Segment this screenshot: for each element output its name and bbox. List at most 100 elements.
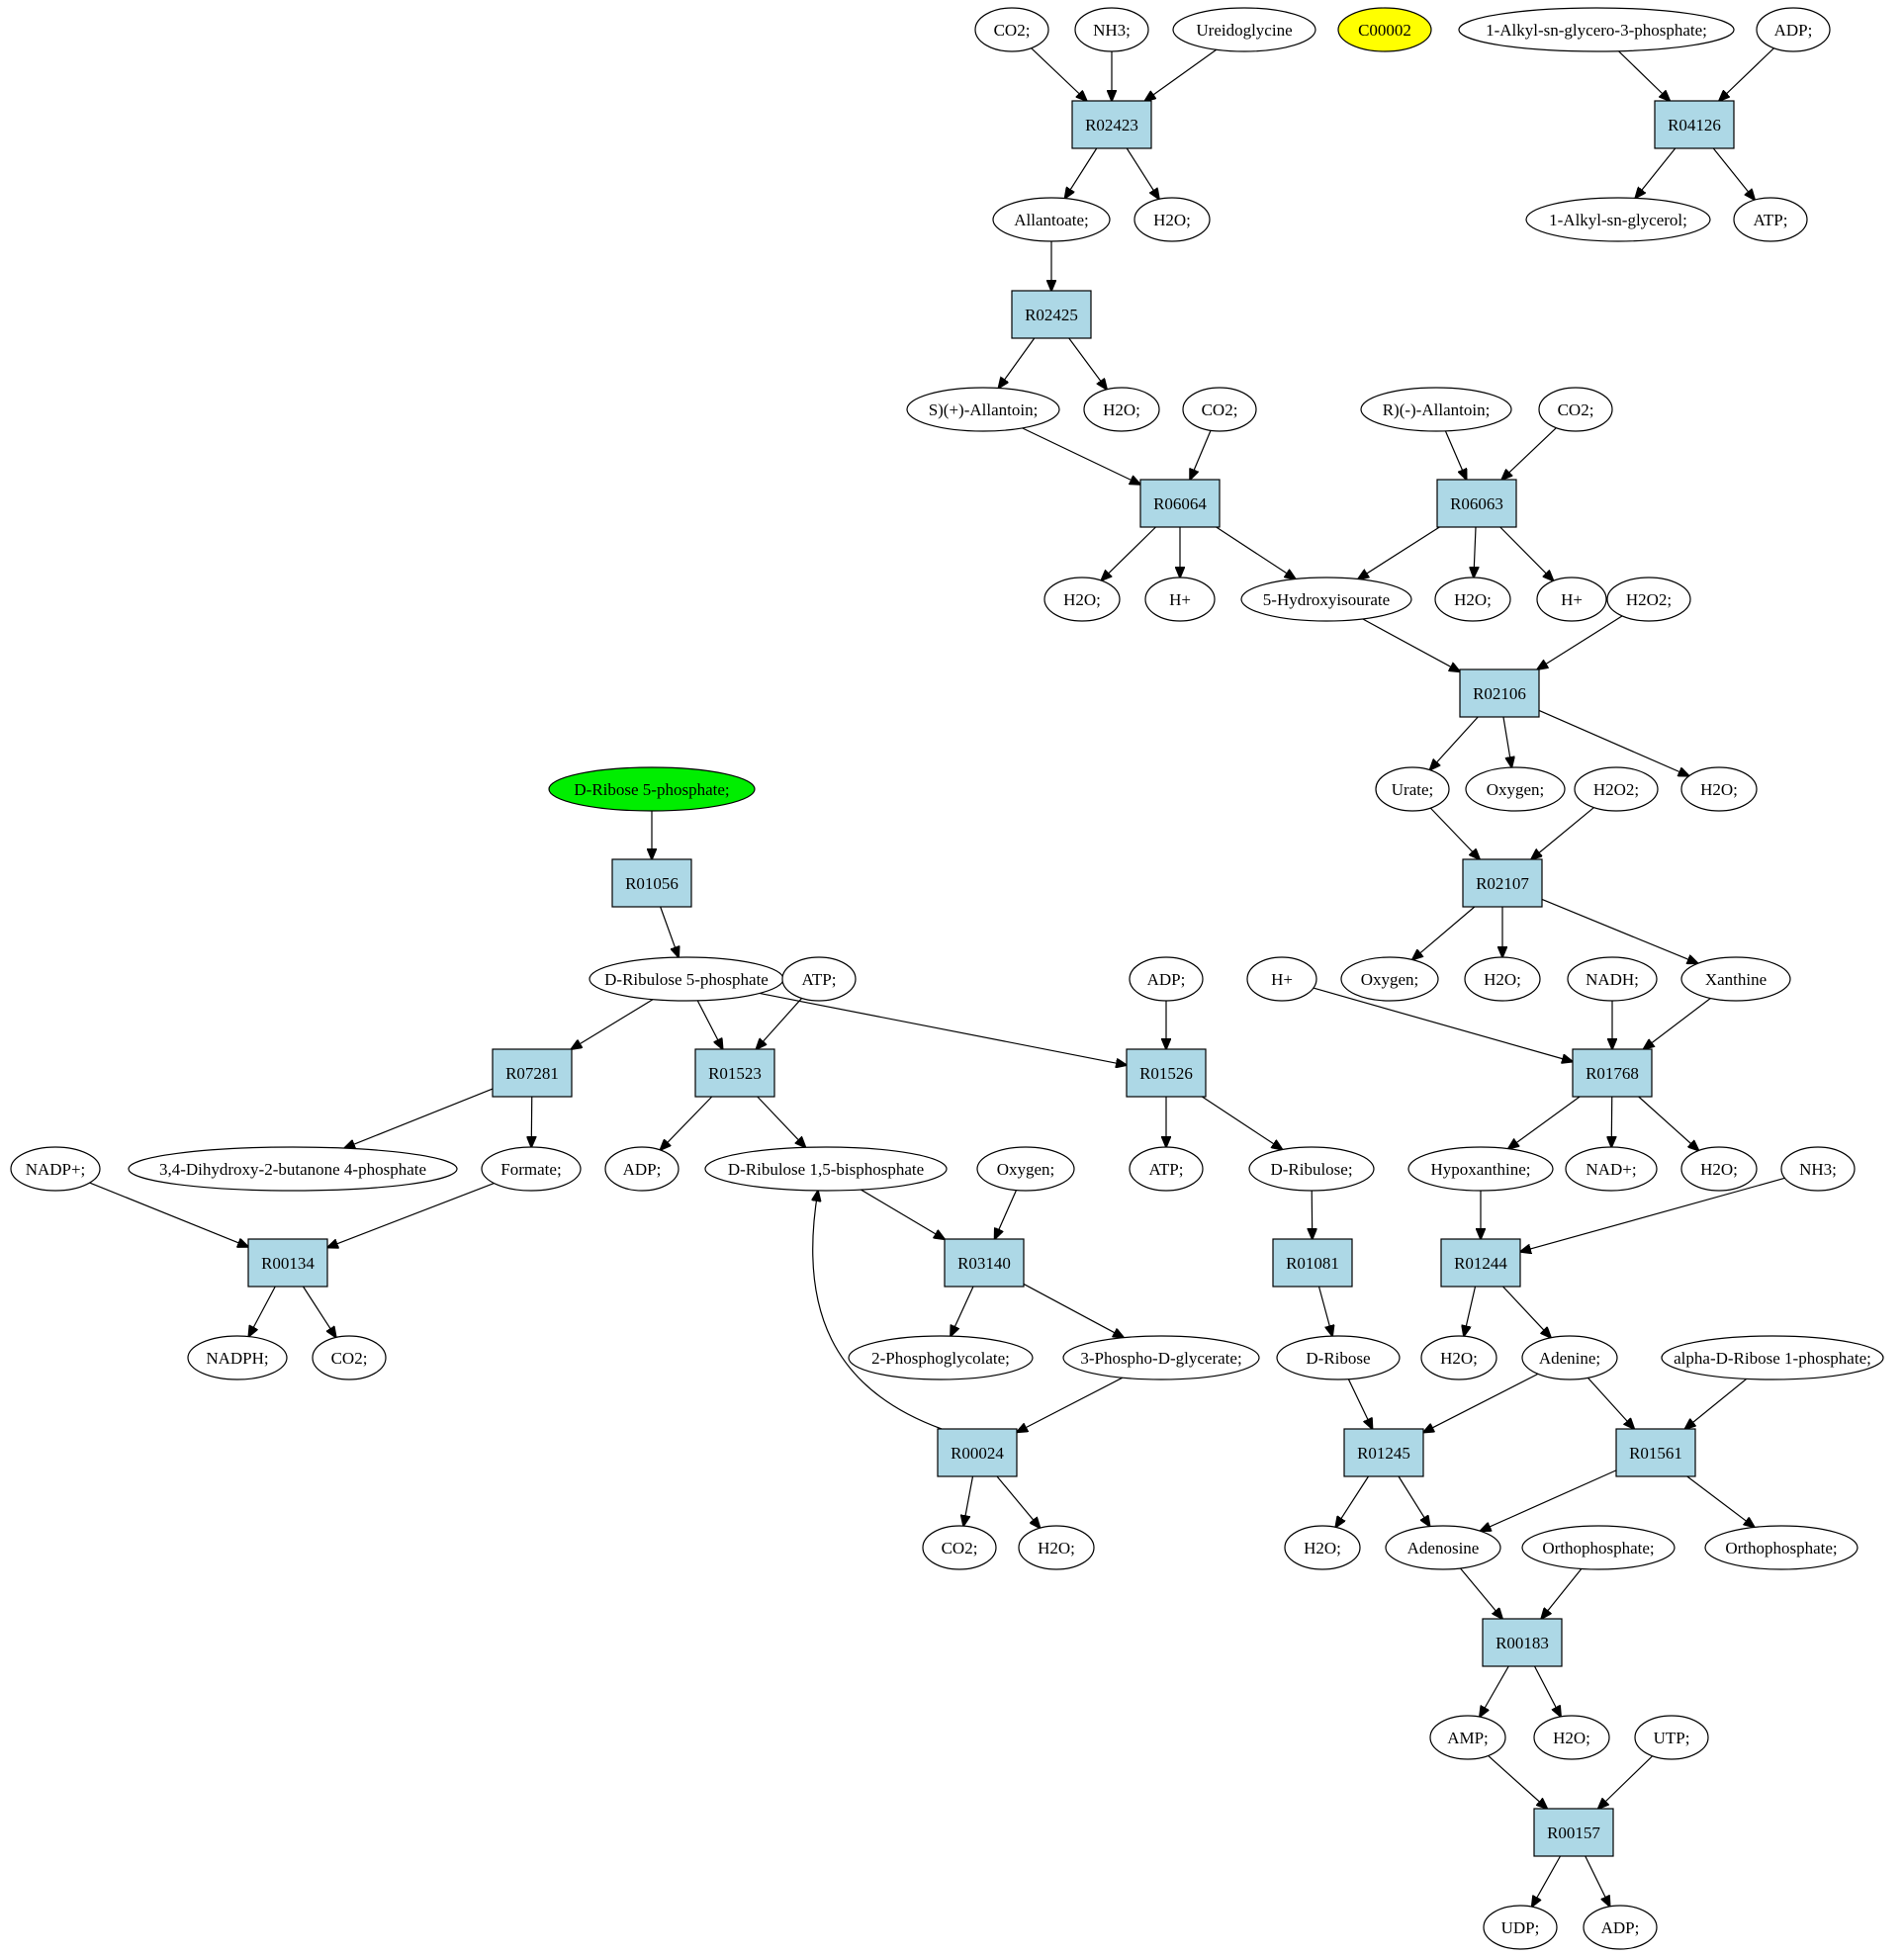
- compound-node-h2o_c[interactable]: H2O;: [1043, 577, 1121, 622]
- compound-node-adp_d[interactable]: ADP;: [1583, 1905, 1658, 1950]
- compound-node-nadph[interactable]: NADPH;: [187, 1335, 288, 1380]
- compound-node-adp_b[interactable]: ADP;: [1129, 956, 1204, 1002]
- compound-node-dihydroxybutanone[interactable]: 3,4-Dihydroxy-2-butanone 4-phosphate: [128, 1146, 458, 1192]
- reaction-node-r03140[interactable]: R03140: [944, 1238, 1025, 1288]
- compound-node-oxygen_c[interactable]: Oxygen;: [976, 1146, 1075, 1192]
- reaction-node-r01768[interactable]: R01768: [1572, 1048, 1653, 1098]
- reaction-box: [611, 858, 692, 908]
- compound-node-s_allantoin[interactable]: S)(+)-Allantoin;: [906, 387, 1060, 432]
- compound-node-h2o_j[interactable]: H2O;: [1284, 1525, 1361, 1570]
- reaction-node-r00183[interactable]: R00183: [1482, 1618, 1563, 1667]
- reaction-node-r02423[interactable]: R02423: [1071, 100, 1152, 149]
- compound-node-nadh[interactable]: NADH;: [1567, 956, 1658, 1002]
- compound-node-atp_b[interactable]: ATP;: [781, 956, 857, 1002]
- compound-node-orthophosphate_b[interactable]: Orthophosphate;: [1704, 1525, 1859, 1570]
- compound-node-d_ribose[interactable]: D-Ribose: [1276, 1335, 1401, 1380]
- compound-label: ADP;: [1601, 1918, 1640, 1937]
- reaction-node-r01523[interactable]: R01523: [694, 1048, 775, 1098]
- compound-node-c00002[interactable]: C00002: [1337, 7, 1432, 52]
- compound-node-nadp[interactable]: NADP+;: [10, 1146, 101, 1192]
- compound-ellipse: [1248, 1146, 1375, 1192]
- reaction-node-r01244[interactable]: R01244: [1440, 1238, 1521, 1288]
- compound-node-adp_c[interactable]: ADP;: [604, 1146, 680, 1192]
- compound-node-oxygen_a[interactable]: Oxygen;: [1465, 766, 1566, 812]
- compound-node-ribose1p[interactable]: alpha-D-Ribose 1-phosphate;: [1661, 1335, 1884, 1380]
- reaction-node-r02107[interactable]: R02107: [1462, 858, 1543, 908]
- reaction-node-r06063[interactable]: R06063: [1436, 479, 1517, 528]
- compound-node-phosphoglycerate[interactable]: 3-Phospho-D-glycerate;: [1062, 1335, 1260, 1380]
- reaction-node-r01561[interactable]: R01561: [1615, 1428, 1696, 1477]
- compound-node-h2o_b[interactable]: H2O;: [1083, 387, 1160, 432]
- reaction-node-r01526[interactable]: R01526: [1126, 1048, 1207, 1098]
- compound-node-h2o_i[interactable]: H2O;: [1018, 1525, 1095, 1570]
- compound-node-urate[interactable]: Urate;: [1375, 766, 1450, 812]
- reaction-node-r00157[interactable]: R00157: [1533, 1808, 1614, 1857]
- reaction-node-r01245[interactable]: R01245: [1343, 1428, 1424, 1477]
- compound-node-h2o_d[interactable]: H2O;: [1434, 577, 1511, 622]
- compound-node-hplus_b[interactable]: H+: [1536, 577, 1607, 622]
- compound-node-d_ribulose[interactable]: D-Ribulose;: [1248, 1146, 1375, 1192]
- compound-node-hplus_a[interactable]: H+: [1144, 577, 1216, 622]
- compound-label: NAD+;: [1586, 1160, 1636, 1179]
- reaction-node-r04126[interactable]: R04126: [1654, 100, 1735, 149]
- compound-node-hypoxanthine[interactable]: Hypoxanthine;: [1407, 1146, 1554, 1192]
- compound-node-atp_a[interactable]: ATP;: [1733, 197, 1808, 242]
- compound-node-h2o_k[interactable]: H2O;: [1533, 1715, 1610, 1760]
- compound-node-hplus_c[interactable]: H+: [1246, 956, 1317, 1002]
- compound-node-h2o2_a[interactable]: H2O2;: [1606, 577, 1691, 622]
- edge-s_allantoin-to-r06064: [1022, 427, 1140, 485]
- compound-node-nh3_b[interactable]: NH3;: [1780, 1146, 1856, 1192]
- compound-node-udp[interactable]: UDP;: [1483, 1905, 1558, 1950]
- edge-r01768-to-nad: [1611, 1096, 1612, 1147]
- compound-node-h2o_h[interactable]: H2O;: [1420, 1335, 1497, 1380]
- compound-node-allantoate[interactable]: Allantoate;: [992, 197, 1111, 242]
- compound-node-co2_a[interactable]: CO2;: [974, 7, 1049, 52]
- compound-node-adenosine[interactable]: Adenosine: [1385, 1525, 1501, 1570]
- compound-node-nad[interactable]: NAD+;: [1565, 1146, 1658, 1192]
- compound-ellipse: [187, 1335, 288, 1380]
- compound-node-h2o_e[interactable]: H2O;: [1680, 766, 1758, 812]
- compound-label: Hypoxanthine;: [1430, 1160, 1530, 1179]
- compound-node-h2o_a[interactable]: H2O;: [1133, 197, 1211, 242]
- compound-node-atp_c[interactable]: ATP;: [1129, 1146, 1204, 1192]
- compound-node-adenine[interactable]: Adenine;: [1521, 1335, 1618, 1380]
- reaction-node-r07281[interactable]: R07281: [492, 1048, 573, 1098]
- compound-node-h2o_f[interactable]: H2O;: [1464, 956, 1541, 1002]
- compound-node-ribose5p[interactable]: D-Ribose 5-phosphate;: [548, 766, 756, 812]
- compound-node-phosphoglycolate[interactable]: 2-Phosphoglycolate;: [848, 1335, 1034, 1380]
- edge-h2o2_a-to-r02106: [1537, 615, 1623, 669]
- reaction-node-r00024[interactable]: R00024: [937, 1428, 1018, 1477]
- reaction-node-r06064[interactable]: R06064: [1139, 479, 1221, 528]
- compound-node-h2o2_b[interactable]: H2O2;: [1574, 766, 1659, 812]
- compound-ellipse: [1133, 197, 1211, 242]
- compound-node-amp[interactable]: AMP;: [1429, 1715, 1506, 1760]
- reaction-node-r00134[interactable]: R00134: [247, 1238, 328, 1288]
- compound-label: Formate;: [500, 1160, 561, 1179]
- compound-label: 1-Alkyl-sn-glycerol;: [1549, 211, 1687, 229]
- compound-node-alkyl_glycerol[interactable]: 1-Alkyl-sn-glycerol;: [1525, 197, 1711, 242]
- compound-node-r_allantoin[interactable]: R)(-)-Allantoin;: [1360, 387, 1512, 432]
- compound-node-co2_b[interactable]: CO2;: [1182, 387, 1257, 432]
- compound-node-oxygen_b[interactable]: Oxygen;: [1340, 956, 1439, 1002]
- reaction-node-r02425[interactable]: R02425: [1011, 290, 1092, 339]
- reaction-node-r02106[interactable]: R02106: [1459, 668, 1540, 718]
- compound-node-xanthine[interactable]: Xanthine: [1680, 956, 1791, 1002]
- compound-ellipse: [1756, 7, 1831, 52]
- compound-node-co2_e[interactable]: CO2;: [922, 1525, 997, 1570]
- compound-node-co2_d[interactable]: CO2;: [312, 1335, 387, 1380]
- compound-node-h2o_g[interactable]: H2O;: [1680, 1146, 1758, 1192]
- compound-node-ribulose5p[interactable]: D-Ribulose 5-phosphate: [589, 956, 784, 1002]
- compound-node-alkyl_g3p[interactable]: 1-Alkyl-sn-glycero-3-phosphate;: [1458, 7, 1735, 52]
- compound-node-hydroxyisourate[interactable]: 5-Hydroxyisourate: [1240, 577, 1412, 622]
- compound-node-adp_a[interactable]: ADP;: [1756, 7, 1831, 52]
- compound-node-formate[interactable]: Formate;: [481, 1146, 582, 1192]
- compound-node-ribulose15bp[interactable]: D-Ribulose 1,5-bisphosphate: [704, 1146, 948, 1192]
- compound-node-orthophosphate_a[interactable]: Orthophosphate;: [1521, 1525, 1676, 1570]
- compound-node-nh3_a[interactable]: NH3;: [1074, 7, 1149, 52]
- compound-node-co2_c[interactable]: CO2;: [1538, 387, 1613, 432]
- reaction-node-r01081[interactable]: R01081: [1272, 1238, 1353, 1288]
- compound-node-ureidoglycine[interactable]: Ureidoglycine: [1172, 7, 1316, 52]
- reaction-node-r01056[interactable]: R01056: [611, 858, 692, 908]
- compound-node-utp[interactable]: UTP;: [1634, 1715, 1709, 1760]
- compound-label: C00002: [1358, 21, 1411, 40]
